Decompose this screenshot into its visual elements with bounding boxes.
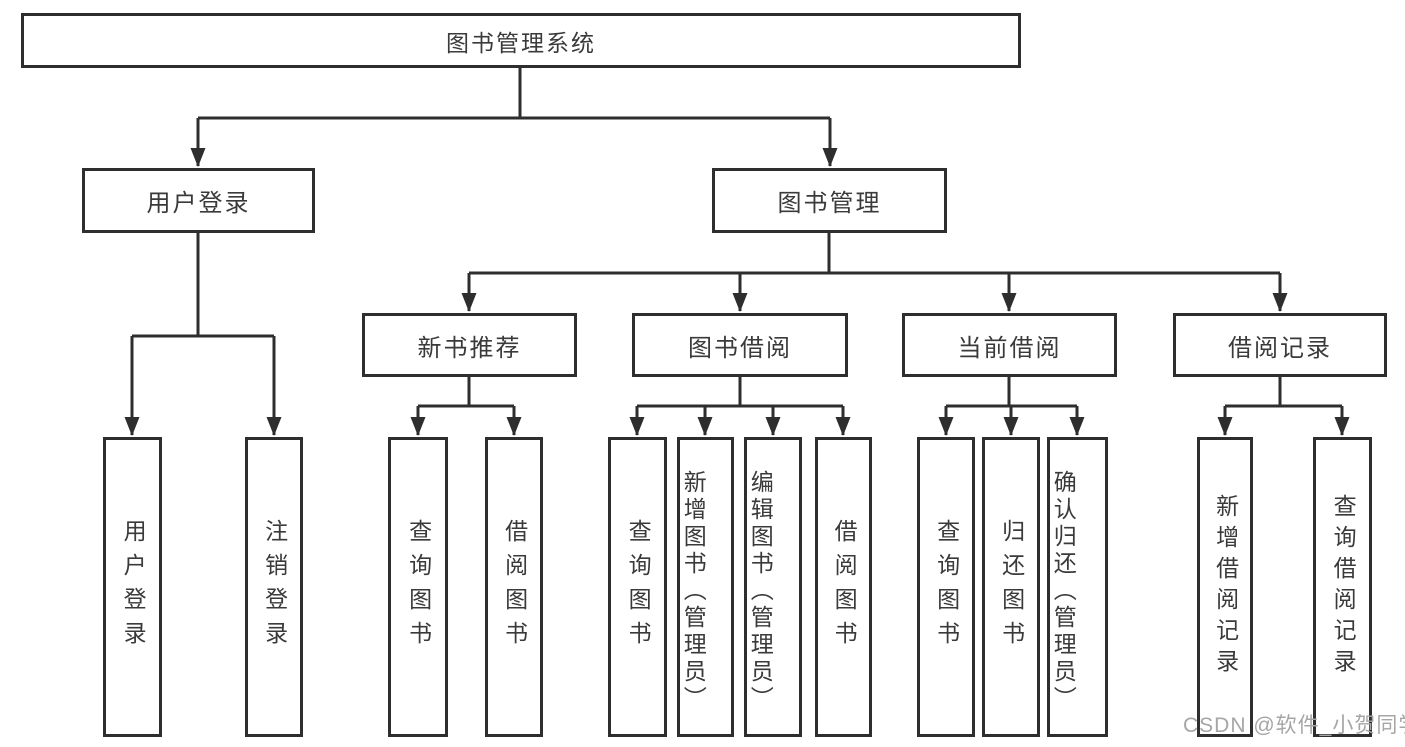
node-library-system-label: 图书管理系统 — [446, 29, 596, 56]
leaf-add-books-admin: 新增图书（管理员） — [677, 437, 734, 737]
leaf-user-login-label: 用户登录 — [120, 519, 147, 655]
leaf-query-borrow-record-label: 查询借阅记录 — [1330, 494, 1357, 680]
leaf-add-books-admin-label: 新增图书（管理员） — [680, 469, 707, 713]
node-borrow-records-label: 借阅记录 — [1228, 334, 1332, 362]
leaf-logout-label: 注销登录 — [261, 519, 288, 655]
leaf-return-books: 归还图书 — [982, 437, 1040, 737]
node-user-login-label: 用户登录 — [146, 190, 251, 217]
leaf-return-books-label: 归还图书 — [998, 519, 1025, 655]
leaf-query-books-current: 查询图书 — [917, 437, 975, 737]
node-user-login: 用户登录 — [82, 168, 315, 233]
node-book-borrow: 图书借阅 — [632, 313, 848, 377]
csdn-watermark: CSDN @软件_小贺同学 — [1183, 714, 1405, 737]
node-new-book-recommend: 新书推荐 — [362, 313, 577, 377]
leaf-edit-books-admin-label: 编辑图书（管理员） — [747, 469, 774, 713]
leaf-user-login: 用户登录 — [103, 437, 162, 737]
node-book-management-label: 图书管理 — [777, 190, 882, 217]
node-book-management: 图书管理 — [712, 168, 947, 233]
node-library-system: 图书管理系统 — [21, 13, 1021, 68]
node-new-book-recommend-label: 新书推荐 — [417, 334, 522, 362]
leaf-query-books-recommend: 查询图书 — [388, 437, 448, 737]
leaf-logout: 注销登录 — [245, 437, 303, 737]
leaf-borrow-books-recommend-label: 借阅图书 — [501, 519, 528, 655]
node-current-borrow: 当前借阅 — [902, 313, 1117, 377]
leaf-edit-books-admin: 编辑图书（管理员） — [744, 437, 802, 737]
leaf-add-borrow-record: 新增借阅记录 — [1197, 437, 1253, 737]
leaf-borrow-books: 借阅图书 — [815, 437, 872, 737]
node-borrow-records: 借阅记录 — [1173, 313, 1387, 377]
node-current-borrow-label: 当前借阅 — [957, 334, 1062, 362]
leaf-add-borrow-record-label: 新增借阅记录 — [1212, 494, 1239, 680]
leaf-confirm-return-admin-label: 确认归还（管理员） — [1050, 469, 1077, 713]
leaf-query-books-borrow-label: 查询图书 — [625, 519, 652, 655]
node-book-borrow-label: 图书借阅 — [688, 334, 792, 362]
leaf-borrow-books-recommend: 借阅图书 — [485, 437, 543, 737]
leaf-query-borrow-record: 查询借阅记录 — [1313, 437, 1372, 737]
leaf-query-books-recommend-label: 查询图书 — [405, 519, 432, 655]
leaf-confirm-return-admin: 确认归还（管理员） — [1047, 437, 1108, 737]
leaf-borrow-books-label: 借阅图书 — [831, 519, 858, 655]
leaf-query-books-borrow: 查询图书 — [608, 437, 667, 737]
leaf-query-books-current-label: 查询图书 — [933, 519, 960, 655]
